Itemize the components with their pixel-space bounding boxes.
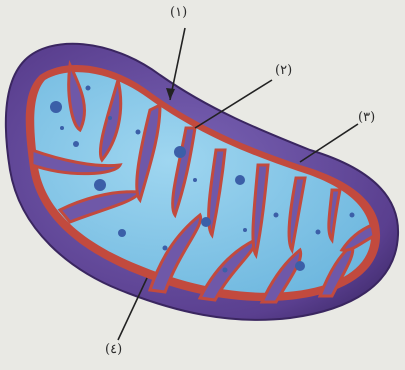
granule xyxy=(108,116,112,120)
granule xyxy=(73,141,79,147)
granule xyxy=(243,228,247,232)
granule xyxy=(174,146,186,158)
label-4: (٤) xyxy=(105,342,122,357)
granule xyxy=(350,213,355,218)
label-2: (٢) xyxy=(275,63,292,78)
granule xyxy=(201,217,211,227)
granule xyxy=(118,229,126,237)
granule xyxy=(193,178,197,182)
granule xyxy=(223,268,228,273)
granule xyxy=(295,261,305,271)
granule xyxy=(316,230,321,235)
granule xyxy=(235,175,245,185)
label-3: (٣) xyxy=(358,110,375,125)
granule xyxy=(163,246,168,251)
granule xyxy=(136,130,141,135)
granule xyxy=(86,86,91,91)
granule xyxy=(94,179,106,191)
label-1: (١) xyxy=(170,5,187,20)
granule xyxy=(50,101,62,113)
granule xyxy=(274,213,279,218)
granule xyxy=(60,126,64,130)
